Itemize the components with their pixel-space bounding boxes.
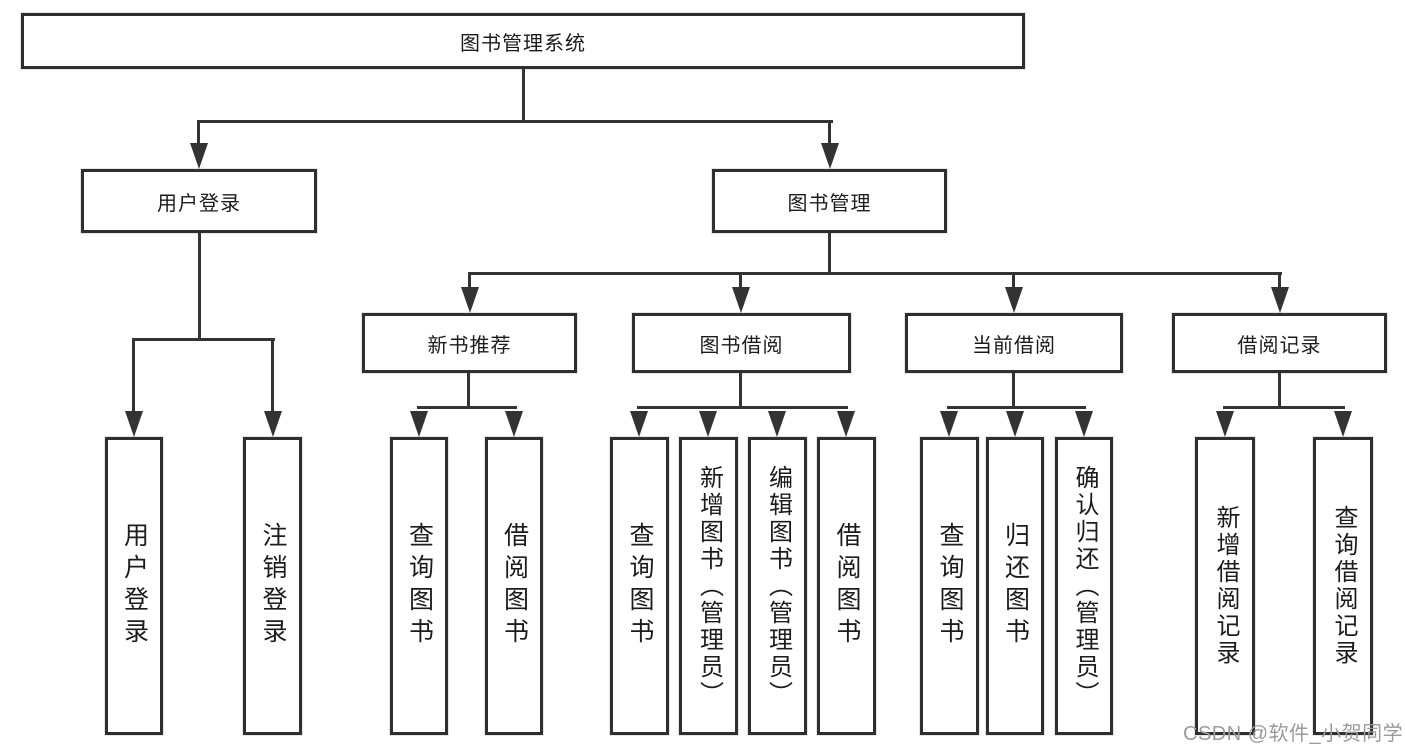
connector-line: [1223, 406, 1345, 409]
connector-line: [828, 233, 831, 272]
leaf-query-books-borrowing: 查询图书: [610, 437, 669, 735]
leaf-query-borrow-record: 查询借阅记录: [1313, 437, 1373, 735]
connector-line: [1012, 272, 1015, 288]
connector-line: [197, 120, 200, 144]
connector-line: [637, 406, 848, 409]
arrow-down-icon: [821, 143, 839, 169]
connector-line: [417, 406, 517, 409]
connector-line: [198, 233, 201, 338]
connector-line: [739, 373, 742, 406]
connector-line: [1278, 272, 1281, 288]
csdn-watermark: CSDN @软件_小贺同学: [1183, 723, 1404, 745]
node-current-borrowing: 当前借阅: [905, 313, 1123, 373]
arrow-down-icon: [732, 287, 750, 313]
connector-line: [522, 69, 525, 120]
arrow-down-icon: [940, 411, 958, 437]
connector-line: [467, 373, 470, 406]
connector-line: [132, 338, 135, 412]
leaf-borrow-books: 借阅图书: [817, 437, 876, 735]
connector-line: [197, 120, 833, 123]
connector-line: [132, 338, 275, 341]
leaf-user-login: 用户登录: [105, 437, 163, 735]
node-book-borrowing: 图书借阅: [632, 313, 851, 373]
arrow-down-icon: [837, 411, 855, 437]
connector-line: [1278, 373, 1281, 406]
leaf-query-books-recommend: 查询图书: [390, 437, 448, 735]
arrow-down-icon: [630, 411, 648, 437]
arrow-down-icon: [1216, 411, 1234, 437]
connector-line: [739, 272, 742, 288]
connector-line: [468, 272, 471, 288]
connector-line: [271, 338, 274, 412]
arrow-down-icon: [190, 143, 208, 169]
leaf-edit-book-admin: 编辑图书（管理员）: [748, 437, 807, 735]
arrow-down-icon: [1075, 411, 1093, 437]
leaf-add-book-admin: 新增图书（管理员）: [679, 437, 738, 735]
arrow-down-icon: [264, 411, 282, 437]
node-borrowing-records: 借阅记录: [1172, 313, 1387, 373]
arrow-down-icon: [699, 411, 717, 437]
leaf-borrow-books-recommend: 借阅图书: [485, 437, 543, 735]
arrow-down-icon: [1005, 287, 1023, 313]
connector-line: [468, 272, 1282, 275]
arrow-down-icon: [768, 411, 786, 437]
node-root-library-system: 图书管理系统: [21, 13, 1025, 69]
node-new-book-recommend: 新书推荐: [362, 313, 577, 373]
node-book-management: 图书管理: [712, 169, 947, 233]
arrow-down-icon: [461, 287, 479, 313]
connector-line: [1012, 373, 1015, 406]
arrow-down-icon: [505, 411, 523, 437]
arrow-down-icon: [1334, 411, 1352, 437]
leaf-add-borrow-record: 新增借阅记录: [1195, 437, 1255, 735]
leaf-return-book: 归还图书: [986, 437, 1044, 735]
node-user-login: 用户登录: [81, 169, 317, 233]
arrow-down-icon: [125, 411, 143, 437]
connector-line: [828, 120, 831, 144]
leaf-logout: 注销登录: [243, 437, 302, 735]
leaf-confirm-return-admin: 确认归还（管理员）: [1055, 437, 1113, 735]
connector-line: [947, 406, 1086, 409]
arrow-down-icon: [410, 411, 428, 437]
arrow-down-icon: [1271, 287, 1289, 313]
arrow-down-icon: [1006, 411, 1024, 437]
leaf-query-books-current: 查询图书: [920, 437, 979, 735]
